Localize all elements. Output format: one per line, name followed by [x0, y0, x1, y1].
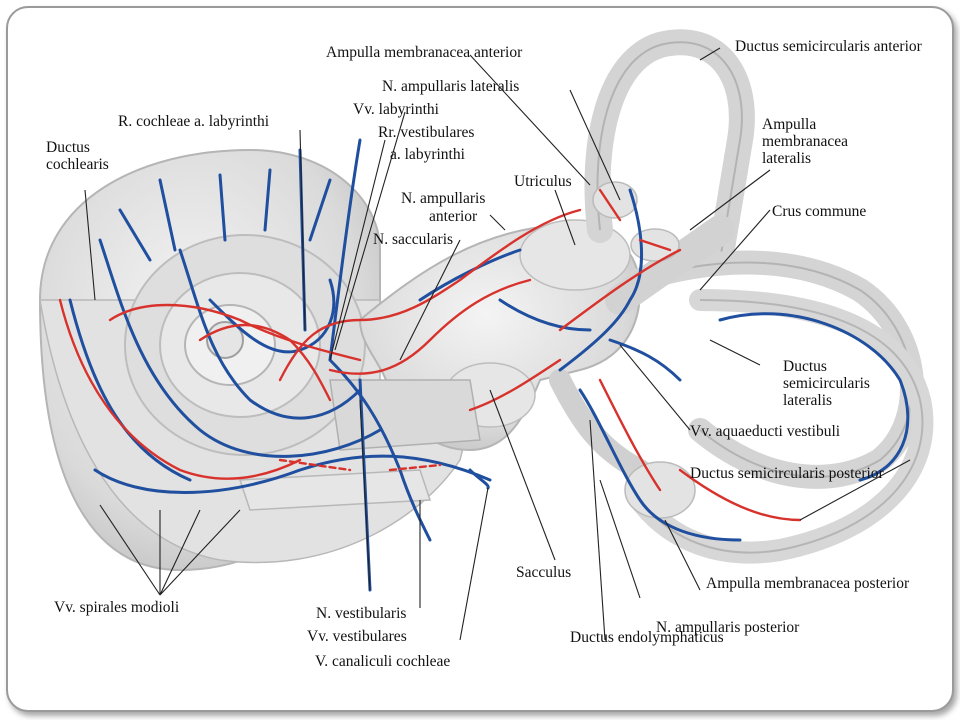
leader-lines: [84, 47, 911, 641]
label-crus-commune: Crus commune: [772, 203, 867, 220]
ductus-semicircularis-anterior-edge: [596, 41, 743, 261]
label-r-cochleae: R. cochleae a. labyrinthi: [118, 113, 270, 130]
label-ampulla-membranacea-anterior: Ampulla membranacea anterior: [326, 44, 523, 61]
label-ductus-semicircularis-posterior: Ductus semicircularis posterior: [690, 465, 884, 482]
label-ampulla-membranacea-lateralis: Ampulla membranacea lateralis: [762, 116, 849, 167]
label-sacculus: Sacculus: [516, 564, 572, 581]
label-n-ampullaris-posterior: N. ampullaris posterior: [656, 619, 800, 636]
basal-lamina: [238, 469, 432, 511]
label-vv-labyrinthi: Vv. labyrinthi: [353, 101, 439, 118]
arteries: [58, 188, 802, 522]
label-vv-aquaeducti-vestibuli: Vv. aquaeducti vestibuli: [690, 423, 841, 440]
label-n-ampullaris-anterior-1: N. ampullaris: [401, 190, 486, 207]
label-ampulla-membranacea-posterior: Ampulla membranacea posterior: [706, 575, 910, 592]
label-n-vestibularis: N. vestibularis: [316, 605, 407, 622]
label-rr-vestibulares-2: a. labyrinthi: [390, 146, 465, 163]
modiolus-block: [329, 379, 481, 451]
label-ductus-cochlearis: Ductus cochlearis: [46, 139, 109, 173]
veins: [68, 138, 910, 592]
ductus-endolymphaticus-shape: [549, 369, 651, 481]
label-ductus-endolymphaticus: Ductus endolymphaticus: [570, 629, 724, 646]
label-n-saccularis: N. saccularis: [373, 231, 454, 248]
utriculus-shape: [519, 219, 631, 291]
label-vv-vestibulares: Vv. vestibulares: [307, 628, 407, 645]
label-v-canaliculi-cochleae: V. canaliculi cochleae: [315, 653, 451, 670]
label-n-ampullaris-anterior-2: anterior: [429, 208, 478, 225]
label-vv-spirales-modioli: Vv. spirales modioli: [54, 599, 180, 616]
label-ductus-semicircularis-anterior: Ductus semicircularis anterior: [735, 38, 922, 55]
ampulla-anterior-shape: [592, 181, 638, 219]
label-ductus-semicircularis-lateralis: Ductus semicircularis lateralis: [783, 358, 870, 409]
label-utriculus: Utriculus: [514, 173, 572, 190]
label-n-ampullaris-lateralis: N. ampullaris lateralis: [382, 78, 520, 95]
label-rr-vestibulares-1: Rr. vestibulares: [378, 124, 475, 141]
ductus-semicircularis-posterior-edge: [639, 299, 924, 554]
